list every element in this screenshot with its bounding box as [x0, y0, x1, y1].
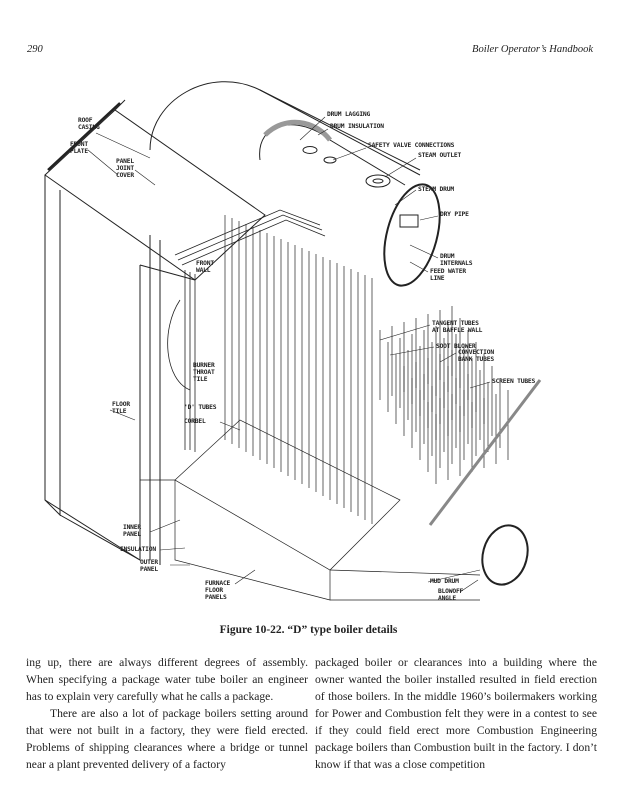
casing [44, 99, 266, 565]
label-furnace-floor-panels: FURNACE FLOOR PANELS [205, 580, 231, 601]
page-number: 290 [27, 44, 43, 55]
body-column-right: packaged boiler or clearances into a bui… [315, 654, 597, 773]
label-corbel: CORBEL [184, 418, 206, 425]
running-header-title: Boiler Operator’s Handbook [472, 44, 593, 55]
label-soot-blower: SOOT BLOWER [436, 343, 476, 350]
steam-drum [259, 119, 441, 287]
mud-drum [428, 379, 542, 586]
label-inner-panel: INNER PANEL [123, 524, 141, 538]
label-insulation: INSULATION [120, 546, 156, 553]
figure-caption: Figure 10-22. “D” type boiler details [219, 624, 398, 636]
label-convection-bank-tubes: CONVECTION BANK TUBES [458, 349, 494, 363]
drum-housing-outline [149, 81, 421, 176]
paragraph: packaged boiler or clearances into a bui… [315, 656, 597, 771]
boiler-diagram [44, 81, 542, 601]
label-dry-pipe: DRY PIPE [440, 211, 469, 218]
label-feed-water-line: FEED WATER LINE [430, 268, 466, 282]
furnace-floor [140, 419, 481, 601]
paragraph: There are also a lot of package boilers … [26, 707, 308, 771]
label-panel-joint-cover: PANEL JOINT COVER [116, 158, 134, 179]
body-column-left: ing up, there are always different degre… [26, 654, 308, 773]
label-mud-drum: MUD DRUM [430, 578, 459, 585]
front-wall-tubes [167, 209, 326, 452]
label-drum-insulation: DRUM INSULATION [330, 123, 384, 130]
label-outer-panel: OUTER PANEL [140, 559, 158, 573]
label-front-wall: FRONT WALL [196, 260, 214, 274]
label-roof-casing: ROOF CASING [78, 117, 100, 131]
label-floor-tile: FLOOR TILE [112, 401, 130, 415]
label-safety-valve-connections: SAFETY VALVE CONNECTIONS [368, 142, 455, 149]
label-steam-outlet: STEAM OUTLET [418, 152, 462, 159]
label-d-tubes: 'D' TUBES [184, 404, 217, 411]
label-blowoff-angle: BLOWOFF ANGLE [438, 588, 464, 602]
label-drum-lagging: DRUM LAGGING [327, 111, 371, 118]
paragraph: ing up, there are always different degre… [26, 656, 308, 703]
label-steam-drum: STEAM DRUM [418, 186, 454, 193]
label-screen-tubes: SCREEN TUBES [492, 378, 536, 385]
tube-bank [224, 215, 509, 524]
label-front-plate: FRONT PLATE [70, 141, 88, 155]
label-drum-internals: DRUM INTERNALS [440, 253, 473, 267]
label-burner-throat-tile: BURNER THROAT TILE [193, 362, 215, 383]
label-tangent-tubes: TANGENT TUBES AT BAFFLE WALL [432, 320, 483, 334]
callout-leaders [87, 116, 491, 593]
